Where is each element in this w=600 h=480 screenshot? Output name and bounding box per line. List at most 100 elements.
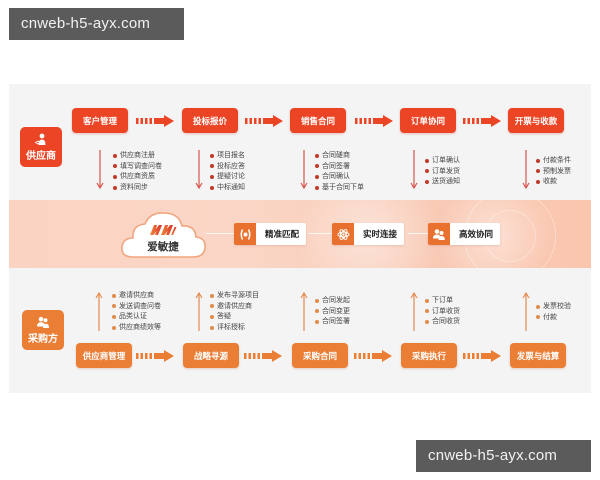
step-label: 订单协同 <box>410 116 445 127</box>
up-arrow-icon <box>300 291 308 331</box>
list-item: 付款 <box>535 312 571 323</box>
supplier-step-items: 供应商注册 填写调查问卷 供应商资质 资料同步 <box>112 150 162 193</box>
list-item: 合同磋商 <box>314 150 364 161</box>
buyer-step-items: 邀请供应商 发送调查问卷 品类认证 供应商绩效等 <box>111 290 161 333</box>
step-label: 采购执行 <box>411 351 446 362</box>
flow-arrow-icon <box>244 350 282 362</box>
flow-arrow-icon <box>355 115 393 127</box>
users-icon <box>37 316 49 328</box>
connector-line <box>308 233 332 234</box>
down-arrow-icon <box>195 150 203 190</box>
buyer-step-items: 发布寻源项目 邀请供应商 答疑 评标授标 <box>209 290 259 333</box>
supplier-label: 供应商 <box>26 150 56 162</box>
supplier-badge: 供应商 <box>20 127 62 167</box>
supplier-step-items: 项目报名 投标应答 提疑讨论 中标通知 <box>209 150 245 193</box>
step-label: 客户管理 <box>82 116 117 127</box>
list-item: 预制发票 <box>535 166 571 177</box>
down-arrow-icon <box>522 150 530 190</box>
flow-arrow-icon <box>463 115 501 127</box>
list-item: 送货通知 <box>424 176 460 187</box>
feature-label: 高效协同 <box>459 230 494 240</box>
list-item: 提疑讨论 <box>209 171 245 182</box>
list-item: 评标授标 <box>209 322 259 333</box>
target-bracket-icon <box>240 228 250 240</box>
supplier-step-items: 合同磋商 合同签署 合同确认 基于合同下单 <box>314 150 364 193</box>
buyer-step-purchase-execution[interactable]: 采购执行 <box>401 343 457 368</box>
watermark-bottom: cnweb-h5-ayx.com <box>416 440 591 472</box>
list-item: 发票校验 <box>535 301 571 312</box>
list-item: 答疑 <box>209 311 259 322</box>
up-arrow-icon <box>95 291 103 331</box>
flow-arrow-icon <box>463 350 501 362</box>
list-item: 资料同步 <box>112 182 162 193</box>
supplier-step-items: 订单确认 订单发货 送货通知 <box>424 155 460 187</box>
list-item: 收款 <box>535 176 571 187</box>
supplier-step-customer-management[interactable]: 客户管理 <box>72 108 128 133</box>
list-item: 基于合同下单 <box>314 182 364 193</box>
list-item: 供应商注册 <box>112 150 162 161</box>
buyer-step-items: 合同发起 合同变更 合同签署 <box>314 295 350 327</box>
list-item: 供应商绩效等 <box>111 322 161 333</box>
buyer-step-items: 发票校验 付款 <box>535 301 571 322</box>
buyer-step-purchase-contract[interactable]: 采购合同 <box>292 343 348 368</box>
supplier-step-order-collab[interactable]: 订单协同 <box>400 108 456 133</box>
list-item: 邀请供应商 <box>209 301 259 312</box>
buyer-step-strategic-sourcing[interactable]: 战略寻源 <box>183 343 239 368</box>
connector-line <box>206 233 234 234</box>
list-item: 合同变更 <box>314 306 350 317</box>
list-item: 邀请供应商 <box>111 290 161 301</box>
list-item: 发送调查问卷 <box>111 301 161 312</box>
list-item: 下订单 <box>424 295 460 306</box>
person-handshake-icon <box>34 133 46 145</box>
list-item: 订单发货 <box>424 166 460 177</box>
list-item: 订单收货 <box>424 306 460 317</box>
up-arrow-icon <box>410 291 418 331</box>
step-label: 投标报价 <box>192 116 227 127</box>
buyer-step-supplier-management[interactable]: 供应商管理 <box>76 343 132 368</box>
down-arrow-icon <box>410 150 418 190</box>
supplier-step-invoice-collection[interactable]: 开票与收款 <box>508 108 564 133</box>
list-item: 项目报名 <box>209 150 245 161</box>
watermark-top: cnweb-h5-ayx.com <box>9 8 184 40</box>
list-item: 品类认证 <box>111 311 161 322</box>
connector-line <box>408 233 428 234</box>
list-item: 合同收货 <box>424 316 460 327</box>
buyer-step-invoice-settlement[interactable]: 发票与结算 <box>510 343 566 368</box>
platform-name: 爱敏捷 <box>147 241 179 253</box>
atom-connect-icon <box>337 228 349 240</box>
step-label: 采购合同 <box>302 351 337 362</box>
list-item: 中标通知 <box>209 182 245 193</box>
feature-precise-match: 精准匹配 <box>234 223 307 245</box>
list-item: 填写调查问卷 <box>112 161 162 172</box>
list-item: 付款条件 <box>535 155 571 166</box>
flow-arrow-icon <box>136 350 174 362</box>
amj-logo-icon <box>150 225 177 235</box>
buyer-step-items: 下订单 订单收货 合同收货 <box>424 295 460 327</box>
supplier-step-bidding-quote[interactable]: 投标报价 <box>182 108 238 133</box>
up-arrow-icon <box>522 291 530 331</box>
down-arrow-icon <box>96 150 104 190</box>
list-item: 合同签署 <box>314 161 364 172</box>
up-arrow-icon <box>195 291 203 331</box>
list-item: 订单确认 <box>424 155 460 166</box>
supplier-step-sales-contract[interactable]: 销售合同 <box>290 108 346 133</box>
feature-label: 精准匹配 <box>265 230 300 240</box>
feature-efficient-collab: 高效协同 <box>428 223 501 245</box>
supplier-step-items: 付款条件 预制发票 收款 <box>535 155 571 187</box>
buyer-badge: 采购方 <box>22 310 64 350</box>
step-label: 销售合同 <box>300 116 335 127</box>
feature-label: 实时连接 <box>363 230 398 240</box>
users-collab-icon <box>433 228 445 240</box>
flow-arrow-icon <box>136 115 174 127</box>
step-label: 供应商管理 <box>82 351 126 362</box>
down-arrow-icon <box>300 150 308 190</box>
feature-realtime-connect: 实时连接 <box>332 223 405 245</box>
step-label: 开票与收款 <box>514 116 558 127</box>
flow-arrow-icon <box>354 350 392 362</box>
list-item: 合同发起 <box>314 295 350 306</box>
list-item: 供应商资质 <box>112 171 162 182</box>
list-item: 合同确认 <box>314 171 364 182</box>
step-label: 发票与结算 <box>516 351 560 362</box>
list-item: 合同签署 <box>314 316 350 327</box>
flow-arrow-icon <box>245 115 283 127</box>
